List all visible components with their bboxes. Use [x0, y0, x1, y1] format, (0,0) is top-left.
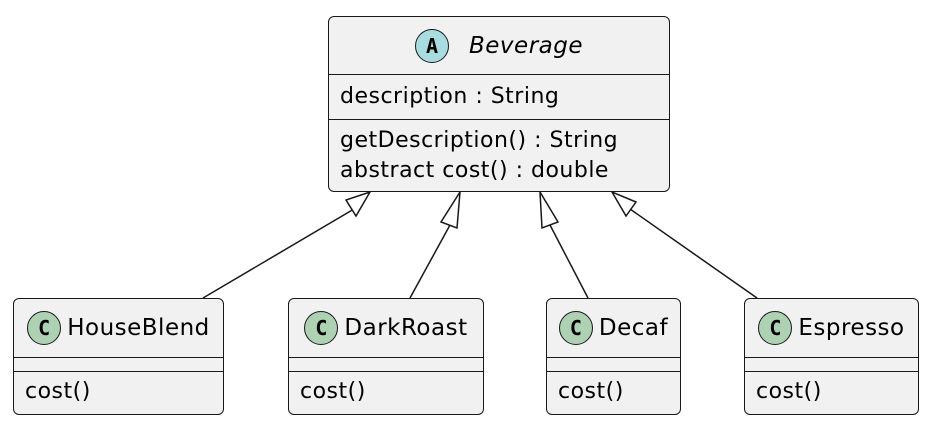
abstract-class-icon: A: [415, 29, 449, 63]
inheritance-arrowhead-decaf: [539, 191, 560, 230]
class-name: Decaf: [598, 315, 669, 341]
field-divider: [289, 371, 483, 372]
class-espresso[interactable]: C Espresso cost(): [744, 298, 919, 415]
field-divider: [745, 371, 918, 372]
inheritance-arrowhead-espresso: [610, 190, 638, 218]
method-item: cost(): [558, 379, 624, 404]
edge-espresso-to-beverage: [629, 208, 758, 299]
method-item: abstract cost() : double: [340, 158, 609, 183]
class-icon: C: [27, 311, 62, 345]
inheritance-arrowhead-houseblend: [344, 190, 372, 218]
class-icon: C: [758, 311, 793, 345]
method-item: cost(): [756, 379, 822, 404]
method-item: getDescription() : String: [340, 128, 619, 153]
header-divider: [289, 357, 483, 358]
class-name: Beverage: [469, 33, 583, 59]
method-item: cost(): [25, 379, 91, 404]
inheritance-arrowhead-darkroast: [439, 191, 461, 230]
header-divider: [547, 357, 680, 358]
class-name: DarkRoast: [344, 315, 468, 341]
class-darkroast[interactable]: C DarkRoast cost(): [288, 298, 484, 415]
class-header: C DarkRoast: [289, 299, 483, 357]
edge-houseblend-to-beverage: [202, 208, 355, 299]
class-icon: C: [558, 311, 593, 345]
header-divider: [14, 357, 223, 358]
method-item: cost(): [300, 379, 366, 404]
class-header: C HouseBlend: [14, 299, 223, 357]
class-header: C Espresso: [745, 299, 918, 357]
field-divider: [14, 371, 223, 372]
class-name: HouseBlend: [67, 315, 210, 341]
class-name: Espresso: [798, 315, 905, 341]
class-decaf[interactable]: C Decaf cost(): [546, 298, 681, 415]
field-divider: [547, 371, 680, 372]
class-icon: C: [304, 311, 339, 345]
field-divider: [329, 119, 669, 120]
class-header: A Beverage: [329, 17, 669, 75]
edge-decaf-to-beverage: [549, 224, 589, 299]
class-houseblend[interactable]: C HouseBlend cost(): [13, 298, 224, 415]
header-divider: [329, 74, 669, 75]
class-header: C Decaf: [547, 299, 680, 357]
field-item: description : String: [340, 84, 560, 109]
edge-darkroast-to-beverage: [409, 224, 451, 299]
class-beverage[interactable]: A Beverage description : String getDescr…: [328, 16, 670, 192]
header-divider: [745, 357, 918, 358]
